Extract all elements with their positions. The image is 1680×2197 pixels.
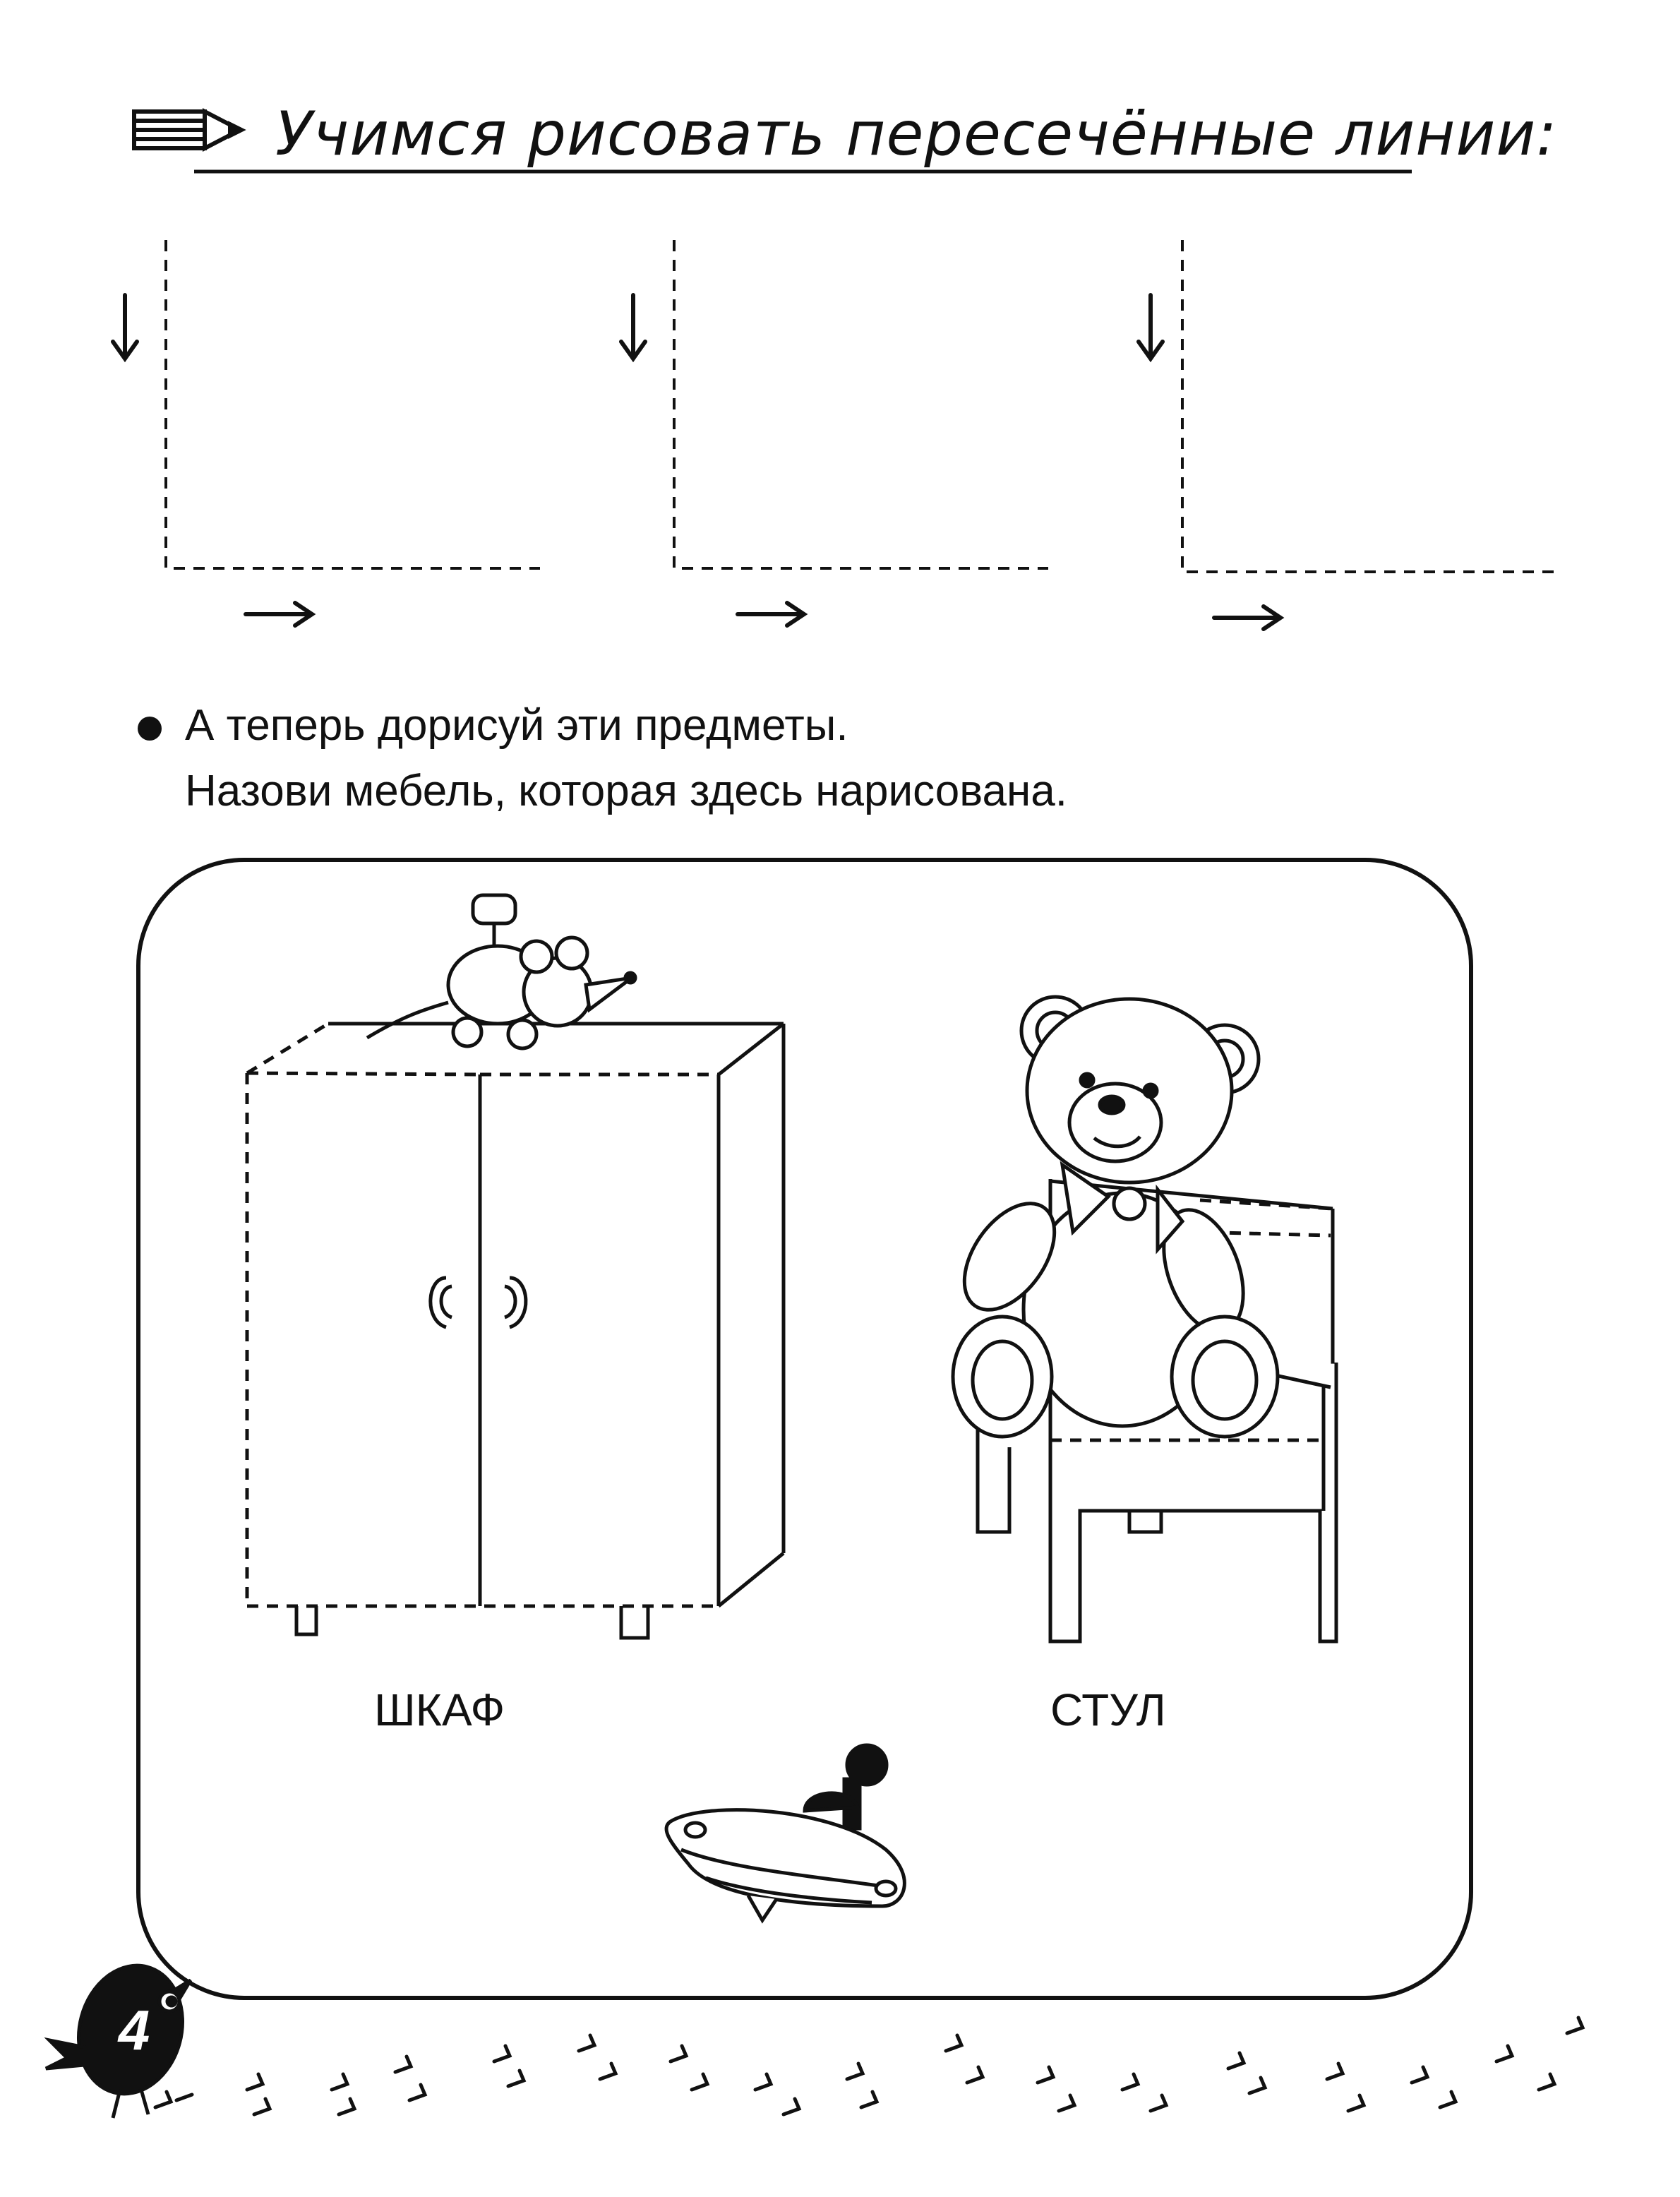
arrow-right-icon bbox=[1212, 604, 1285, 631]
practice-corners bbox=[164, 240, 1556, 573]
chair-label: СТУЛ bbox=[1050, 1684, 1166, 1735]
bullet-icon bbox=[138, 717, 162, 741]
corner-1 bbox=[164, 240, 540, 570]
instruction-line-1: А теперь дорисуй эти предметы. bbox=[185, 701, 848, 750]
pencil-icon bbox=[132, 108, 246, 152]
cabinet-label: ШКАФ bbox=[374, 1684, 505, 1735]
page-title: Учимся рисовать пересечённые линии: bbox=[275, 99, 1558, 169]
spinning-top-icon bbox=[664, 1743, 906, 1924]
mouse-toy-icon bbox=[366, 893, 637, 1050]
arrow-right-icon bbox=[736, 601, 808, 628]
instruction-line-2: Назови мебель, которая здесь нарисована. bbox=[185, 767, 1067, 815]
arrow-right-icon bbox=[244, 601, 316, 628]
teddy-bear-icon bbox=[951, 995, 1280, 1439]
page-number: 4 bbox=[118, 1999, 150, 2061]
corner-2 bbox=[673, 240, 1048, 570]
footprints-decoration bbox=[153, 2016, 1585, 2117]
corner-3 bbox=[1181, 240, 1556, 573]
cabinet-drawing bbox=[245, 1022, 786, 1640]
bird-icon bbox=[44, 1963, 193, 2119]
picture-frame bbox=[136, 858, 1473, 2000]
arrow-down-icon bbox=[1136, 293, 1165, 363]
arrow-down-icon bbox=[619, 293, 647, 363]
arrow-down-icon bbox=[111, 293, 139, 363]
